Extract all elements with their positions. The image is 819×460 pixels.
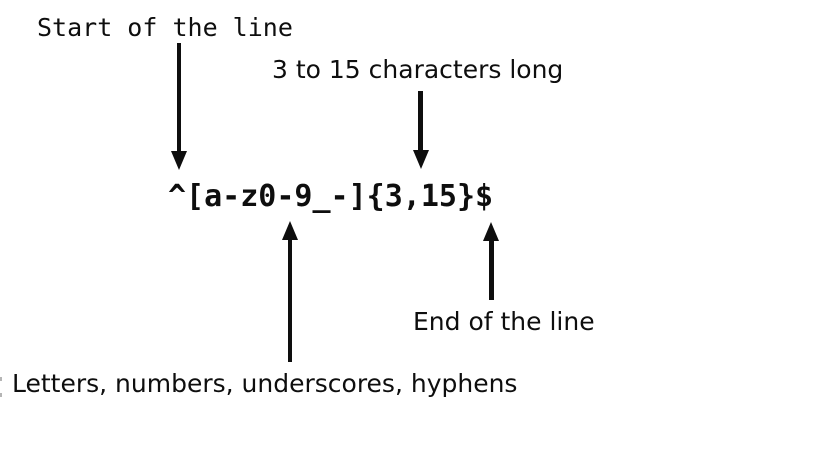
length-down-arrow-icon <box>404 91 437 169</box>
arrow-head <box>483 222 499 241</box>
arrow-shaft <box>288 238 292 362</box>
character-set-label: Letters, numbers, underscores, hyphens <box>12 369 518 398</box>
arrow-head <box>282 221 298 240</box>
arrow-head <box>170 151 187 170</box>
start-down-arrow-icon <box>162 43 195 170</box>
end-up-arrow-icon <box>475 222 508 300</box>
edge-artifact <box>0 393 2 397</box>
end-of-line-label: End of the line <box>413 307 595 336</box>
arrow-shaft <box>418 91 423 153</box>
arrow-shaft <box>176 43 181 153</box>
regex-pattern-text: ^[a-z0-9_-]{3,15}$ <box>168 179 494 214</box>
charset-up-arrow-icon <box>274 221 307 362</box>
length-label: 3 to 15 characters long <box>272 55 564 84</box>
arrow-head <box>412 150 429 169</box>
arrow-shaft <box>488 239 494 300</box>
start-of-line-label: Start of the line <box>37 13 293 42</box>
edge-artifact <box>0 377 2 381</box>
